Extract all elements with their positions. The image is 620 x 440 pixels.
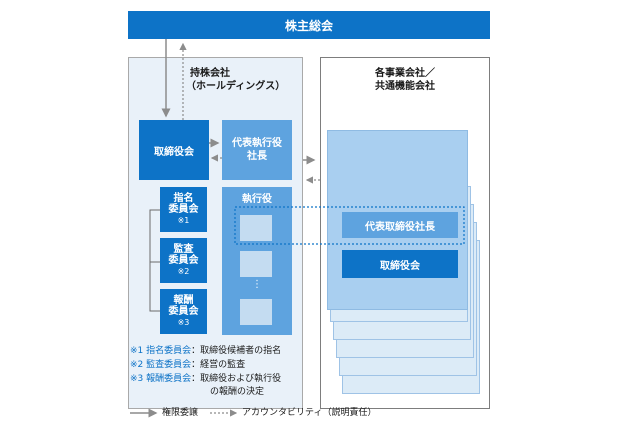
committee-note: ※3 bbox=[177, 318, 190, 327]
note-sep: ： bbox=[191, 374, 201, 384]
note-key: ※2 監査委員会 bbox=[130, 360, 192, 370]
committee-label-2: 委員会 bbox=[168, 204, 199, 215]
note-key: ※3 報酬委員会 bbox=[130, 374, 192, 384]
executive-slot bbox=[240, 299, 272, 325]
note-key: ※1 指名委員会 bbox=[130, 346, 192, 356]
legend-accountability-label: アカウンタビリティ（説明責任） bbox=[242, 408, 377, 418]
compensation-committee: 報酬 委員会 ※3 bbox=[160, 289, 207, 334]
note-text: 経営の監査 bbox=[200, 360, 246, 370]
audit-committee: 監査 委員会 ※2 bbox=[160, 238, 207, 283]
executive-slot bbox=[240, 251, 272, 277]
committee-bracket bbox=[149, 262, 160, 312]
committee-label-1: 監査 bbox=[173, 244, 194, 255]
executive-officers-title: 執行役 bbox=[242, 194, 272, 205]
ellipsis: ⋮ bbox=[252, 279, 262, 290]
committee-note: ※2 bbox=[177, 267, 190, 276]
note-text: 取締役および執行役 bbox=[200, 374, 282, 384]
nomination-committee: 指名 委員会 ※1 bbox=[160, 187, 207, 232]
representative-executive-officer: 代表執行役 社長 bbox=[222, 120, 292, 180]
rep-exec-line1: 代表執行役 bbox=[232, 138, 282, 149]
board-of-directors-holding: 取締役会 bbox=[139, 120, 209, 180]
committee-bracket bbox=[149, 209, 160, 263]
holding-title-line2: （ホールディングス） bbox=[186, 81, 286, 92]
note-text: 取締役候補者の指名 bbox=[200, 346, 282, 356]
note-sep: ： bbox=[191, 360, 201, 370]
committee-label-1: 指名 bbox=[173, 193, 194, 204]
shareholders-meeting-box: 株主総会 bbox=[128, 11, 490, 39]
note-audit: ※2 監査委員会：経営の監査 bbox=[130, 359, 245, 371]
committee-label-2: 委員会 bbox=[168, 306, 199, 317]
note-compensation: ※3 報酬委員会：取締役および執行役 bbox=[130, 373, 281, 385]
executive-slot bbox=[240, 215, 272, 241]
rep-exec-line2: 社長 bbox=[247, 151, 267, 162]
holding-title-line1: 持株会社 bbox=[190, 68, 230, 79]
linkage-highlight bbox=[234, 206, 465, 245]
legend-delegation-label: 権限委譲 bbox=[162, 408, 199, 418]
subsidiaries-title-line2: 共通機能会社 bbox=[375, 81, 435, 92]
note-nomination: ※1 指名委員会：取締役候補者の指名 bbox=[130, 345, 281, 357]
note-compensation-cont: の報酬の決定 bbox=[210, 387, 265, 397]
note-sep: ： bbox=[191, 346, 201, 356]
subsidiaries-title-line1: 各事業会社／ bbox=[375, 68, 435, 79]
representative-director-president: 代表取締役社長 bbox=[342, 212, 458, 238]
committee-label-2: 委員会 bbox=[168, 255, 199, 266]
committee-label-1: 報酬 bbox=[173, 295, 194, 306]
board-of-directors-subsidiary: 取締役会 bbox=[342, 250, 458, 278]
committee-note: ※1 bbox=[177, 216, 190, 225]
